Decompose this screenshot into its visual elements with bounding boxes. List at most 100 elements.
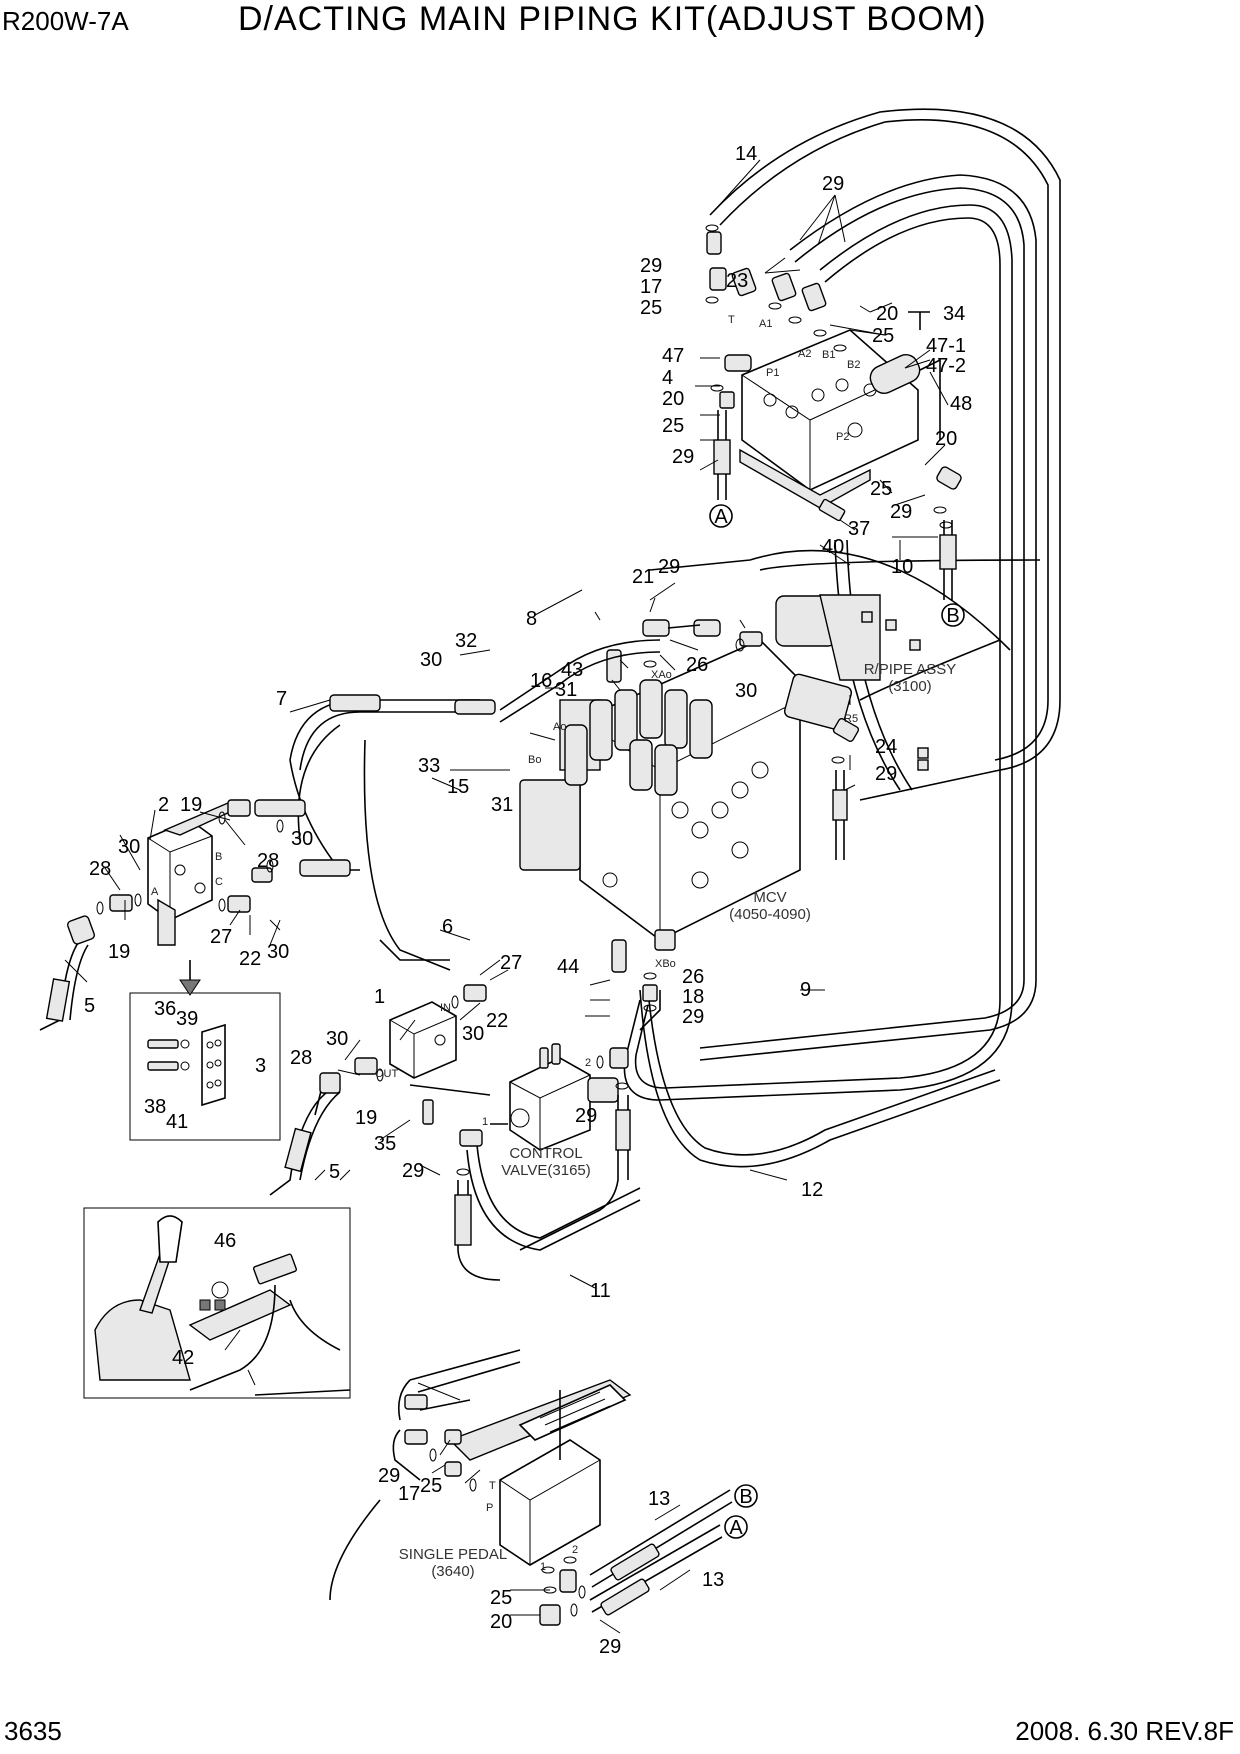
port-label: Ao xyxy=(553,721,566,733)
port-label: 2 xyxy=(585,1057,591,1069)
part-callout: 33 xyxy=(418,755,440,777)
part-callout: 29 xyxy=(402,1160,424,1182)
part-callout: 29 xyxy=(658,556,680,578)
part-callout: 47 xyxy=(662,345,684,367)
part-callout: 31 xyxy=(555,679,577,701)
part-callout: 19 xyxy=(355,1107,377,1129)
part-callout: 25 xyxy=(870,478,892,500)
part-callout: 3 xyxy=(255,1055,266,1077)
part-callout: 30 xyxy=(267,941,289,963)
part-callout: 31 xyxy=(491,794,513,816)
part-callout: 20 xyxy=(876,303,898,325)
part-callout: 29 xyxy=(672,446,694,468)
port-label: B xyxy=(215,851,222,863)
port-label: A xyxy=(151,886,159,898)
part-callout: 47-2 xyxy=(926,355,966,377)
port-label: R5 xyxy=(844,713,858,725)
port-label: P1 xyxy=(766,367,779,379)
connector-marker-b-top xyxy=(941,603,965,627)
part-callout: 30 xyxy=(291,828,313,850)
part-callout: 17 xyxy=(640,276,662,298)
part-callout: 30 xyxy=(118,836,140,858)
part-callout: 47-1 xyxy=(926,335,966,357)
part-callout: 22 xyxy=(486,1010,508,1032)
connector-marker-a-bottom-label: A xyxy=(729,1517,743,1539)
part-callout: 43 xyxy=(561,659,583,681)
part-callout: 29 xyxy=(378,1465,400,1487)
part-callout: 46 xyxy=(214,1230,236,1252)
rpipe-assy-caption-1: R/PIPE ASSY xyxy=(864,661,957,678)
port-label: 1 xyxy=(482,1116,488,1128)
port-label: P xyxy=(486,1502,493,1514)
part-callout: 30 xyxy=(420,649,442,671)
part-callout: 10 xyxy=(891,556,913,578)
revision-date: 2008. 6.30 REV.8F xyxy=(1015,1716,1234,1746)
part-callout: 26 xyxy=(682,966,704,988)
part-callout: 30 xyxy=(326,1028,348,1050)
port-label: IN xyxy=(440,1002,451,1014)
lower-block-and-control-valve xyxy=(269,984,661,1281)
part-callout: 1 xyxy=(374,986,385,1008)
connector-marker-b-top-label: B xyxy=(946,605,959,627)
port-label: XAo xyxy=(651,669,672,681)
port-label: T xyxy=(489,1480,496,1492)
part-callout: 28 xyxy=(257,850,279,872)
rpipe-assy-caption-2: (3100) xyxy=(888,678,931,695)
part-callout: 23 xyxy=(726,270,748,292)
part-callout: 34 xyxy=(943,303,965,325)
part-callout: 32 xyxy=(455,630,477,652)
page-number: 3635 xyxy=(4,1716,62,1746)
hose-bundle-right xyxy=(466,108,1061,1251)
single-pedal-caption-1: SINGLE PEDAL xyxy=(399,1546,507,1563)
part-callout: 24 xyxy=(875,736,897,758)
part-callout: 7 xyxy=(276,688,287,710)
part-callout: 2 xyxy=(158,794,169,816)
part-callout: 25 xyxy=(640,297,662,319)
part-callout: 20 xyxy=(662,388,684,410)
part-callout: 9 xyxy=(800,979,811,1001)
port-label: 1 xyxy=(540,1561,546,1573)
port-label: OUT xyxy=(375,1068,399,1080)
part-callout: 17 xyxy=(398,1483,420,1505)
part-callout: 11 xyxy=(590,1280,611,1302)
port-label: C xyxy=(215,876,223,888)
part-callout: 41 xyxy=(166,1111,188,1133)
part-callout: 25 xyxy=(420,1475,442,1497)
part-callout: 44 xyxy=(557,956,579,978)
control-valve-caption-2: VALVE(3165) xyxy=(501,1162,591,1179)
connector-marker-a-top-label: A xyxy=(714,506,728,528)
part-callout: 29 xyxy=(682,1006,704,1028)
part-callout: 20 xyxy=(935,428,957,450)
part-callout: 36 xyxy=(154,998,176,1020)
leader-lines xyxy=(64,159,949,1634)
mcv-caption-1: MCV xyxy=(753,889,786,906)
part-callout: 29 xyxy=(890,501,912,523)
part-callout: 14 xyxy=(735,143,757,165)
part-callout: 28 xyxy=(89,858,111,880)
part-callout: 13 xyxy=(702,1569,724,1591)
port-label: XBo xyxy=(655,958,676,970)
mcv-fittings xyxy=(606,594,929,1012)
part-callout: 29 xyxy=(599,1636,621,1658)
port-label: Bo xyxy=(528,754,541,766)
part-callout: 40 xyxy=(822,536,844,558)
connector-marker-b-bottom xyxy=(734,1484,758,1508)
left-valve-block xyxy=(39,639,661,1031)
part-callout: 29 xyxy=(640,255,662,277)
part-callout: 25 xyxy=(662,415,684,437)
port-labels: T A1 A2 B1 B2 P1 P2 XAo XBo Ao Bo R5 A B… xyxy=(151,314,860,1573)
part-callout: 29 xyxy=(822,173,844,195)
main-control-valve xyxy=(519,639,801,951)
port-label: A2 xyxy=(798,348,811,360)
port-label: T xyxy=(728,314,735,326)
port-label: A1 xyxy=(759,318,772,330)
part-callouts: 14 29 29 17 23 25 20 34 25 47-1 47-2 48 … xyxy=(84,143,972,1658)
cab-inset xyxy=(83,1207,351,1399)
single-pedal-caption-2: (3640) xyxy=(431,1563,474,1580)
part-callout: 15 xyxy=(447,776,469,798)
part-callout: 28 xyxy=(290,1047,312,1069)
part-callout: 42 xyxy=(172,1347,194,1369)
port-label: 2 xyxy=(572,1544,578,1556)
top-manifold-block xyxy=(739,329,941,509)
